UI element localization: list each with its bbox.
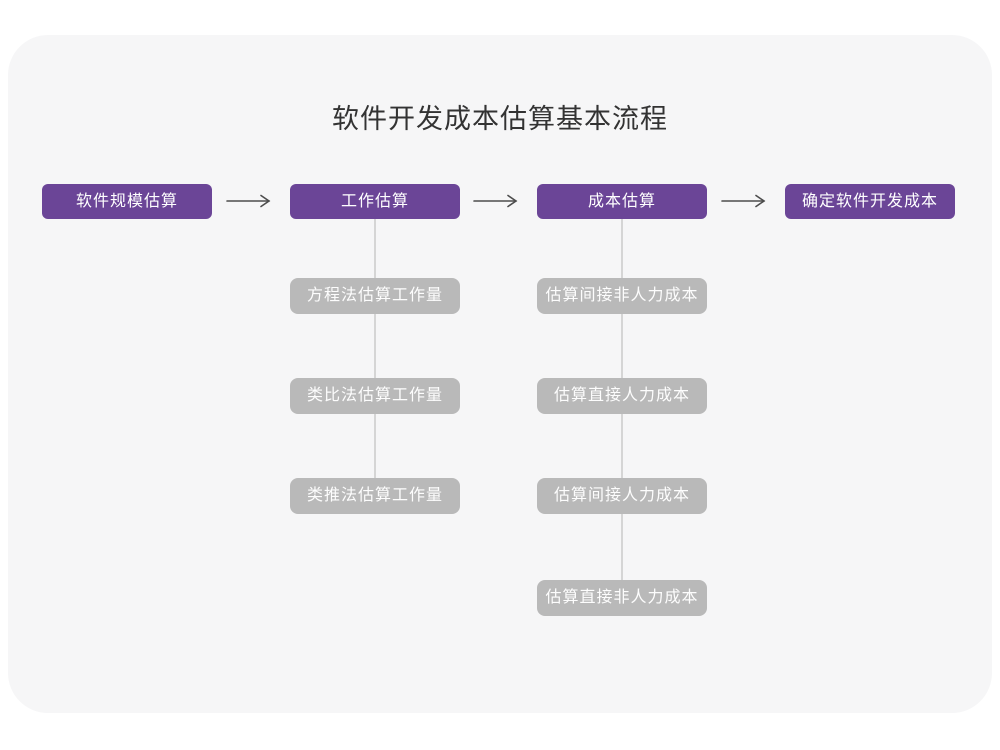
sub-node-indirect-labor-cost: 估算间接人力成本 bbox=[537, 478, 707, 514]
connector-line-work bbox=[374, 219, 376, 497]
right-arrow-icon bbox=[226, 194, 272, 208]
diagram-card bbox=[8, 35, 992, 713]
right-arrow-icon bbox=[721, 194, 767, 208]
sub-node-direct-labor-cost: 估算直接人力成本 bbox=[537, 378, 707, 414]
right-arrow-icon bbox=[473, 194, 519, 208]
flow-node-software-scale-estimation: 软件规模估算 bbox=[42, 184, 212, 219]
sub-node-analogy-method: 类比法估算工作量 bbox=[290, 378, 460, 414]
sub-node-equation-method: 方程法估算工作量 bbox=[290, 278, 460, 314]
diagram-title: 软件开发成本估算基本流程 bbox=[332, 104, 668, 134]
flow-node-cost-estimation: 成本估算 bbox=[537, 184, 707, 219]
flow-node-work-estimation: 工作估算 bbox=[290, 184, 460, 219]
sub-node-indirect-nonlabor-cost: 估算间接非人力成本 bbox=[537, 278, 707, 314]
sub-node-extrapolation-method: 类推法估算工作量 bbox=[290, 478, 460, 514]
sub-node-direct-nonlabor-cost: 估算直接非人力成本 bbox=[537, 580, 707, 616]
flow-node-determine-dev-cost: 确定软件开发成本 bbox=[785, 184, 955, 219]
